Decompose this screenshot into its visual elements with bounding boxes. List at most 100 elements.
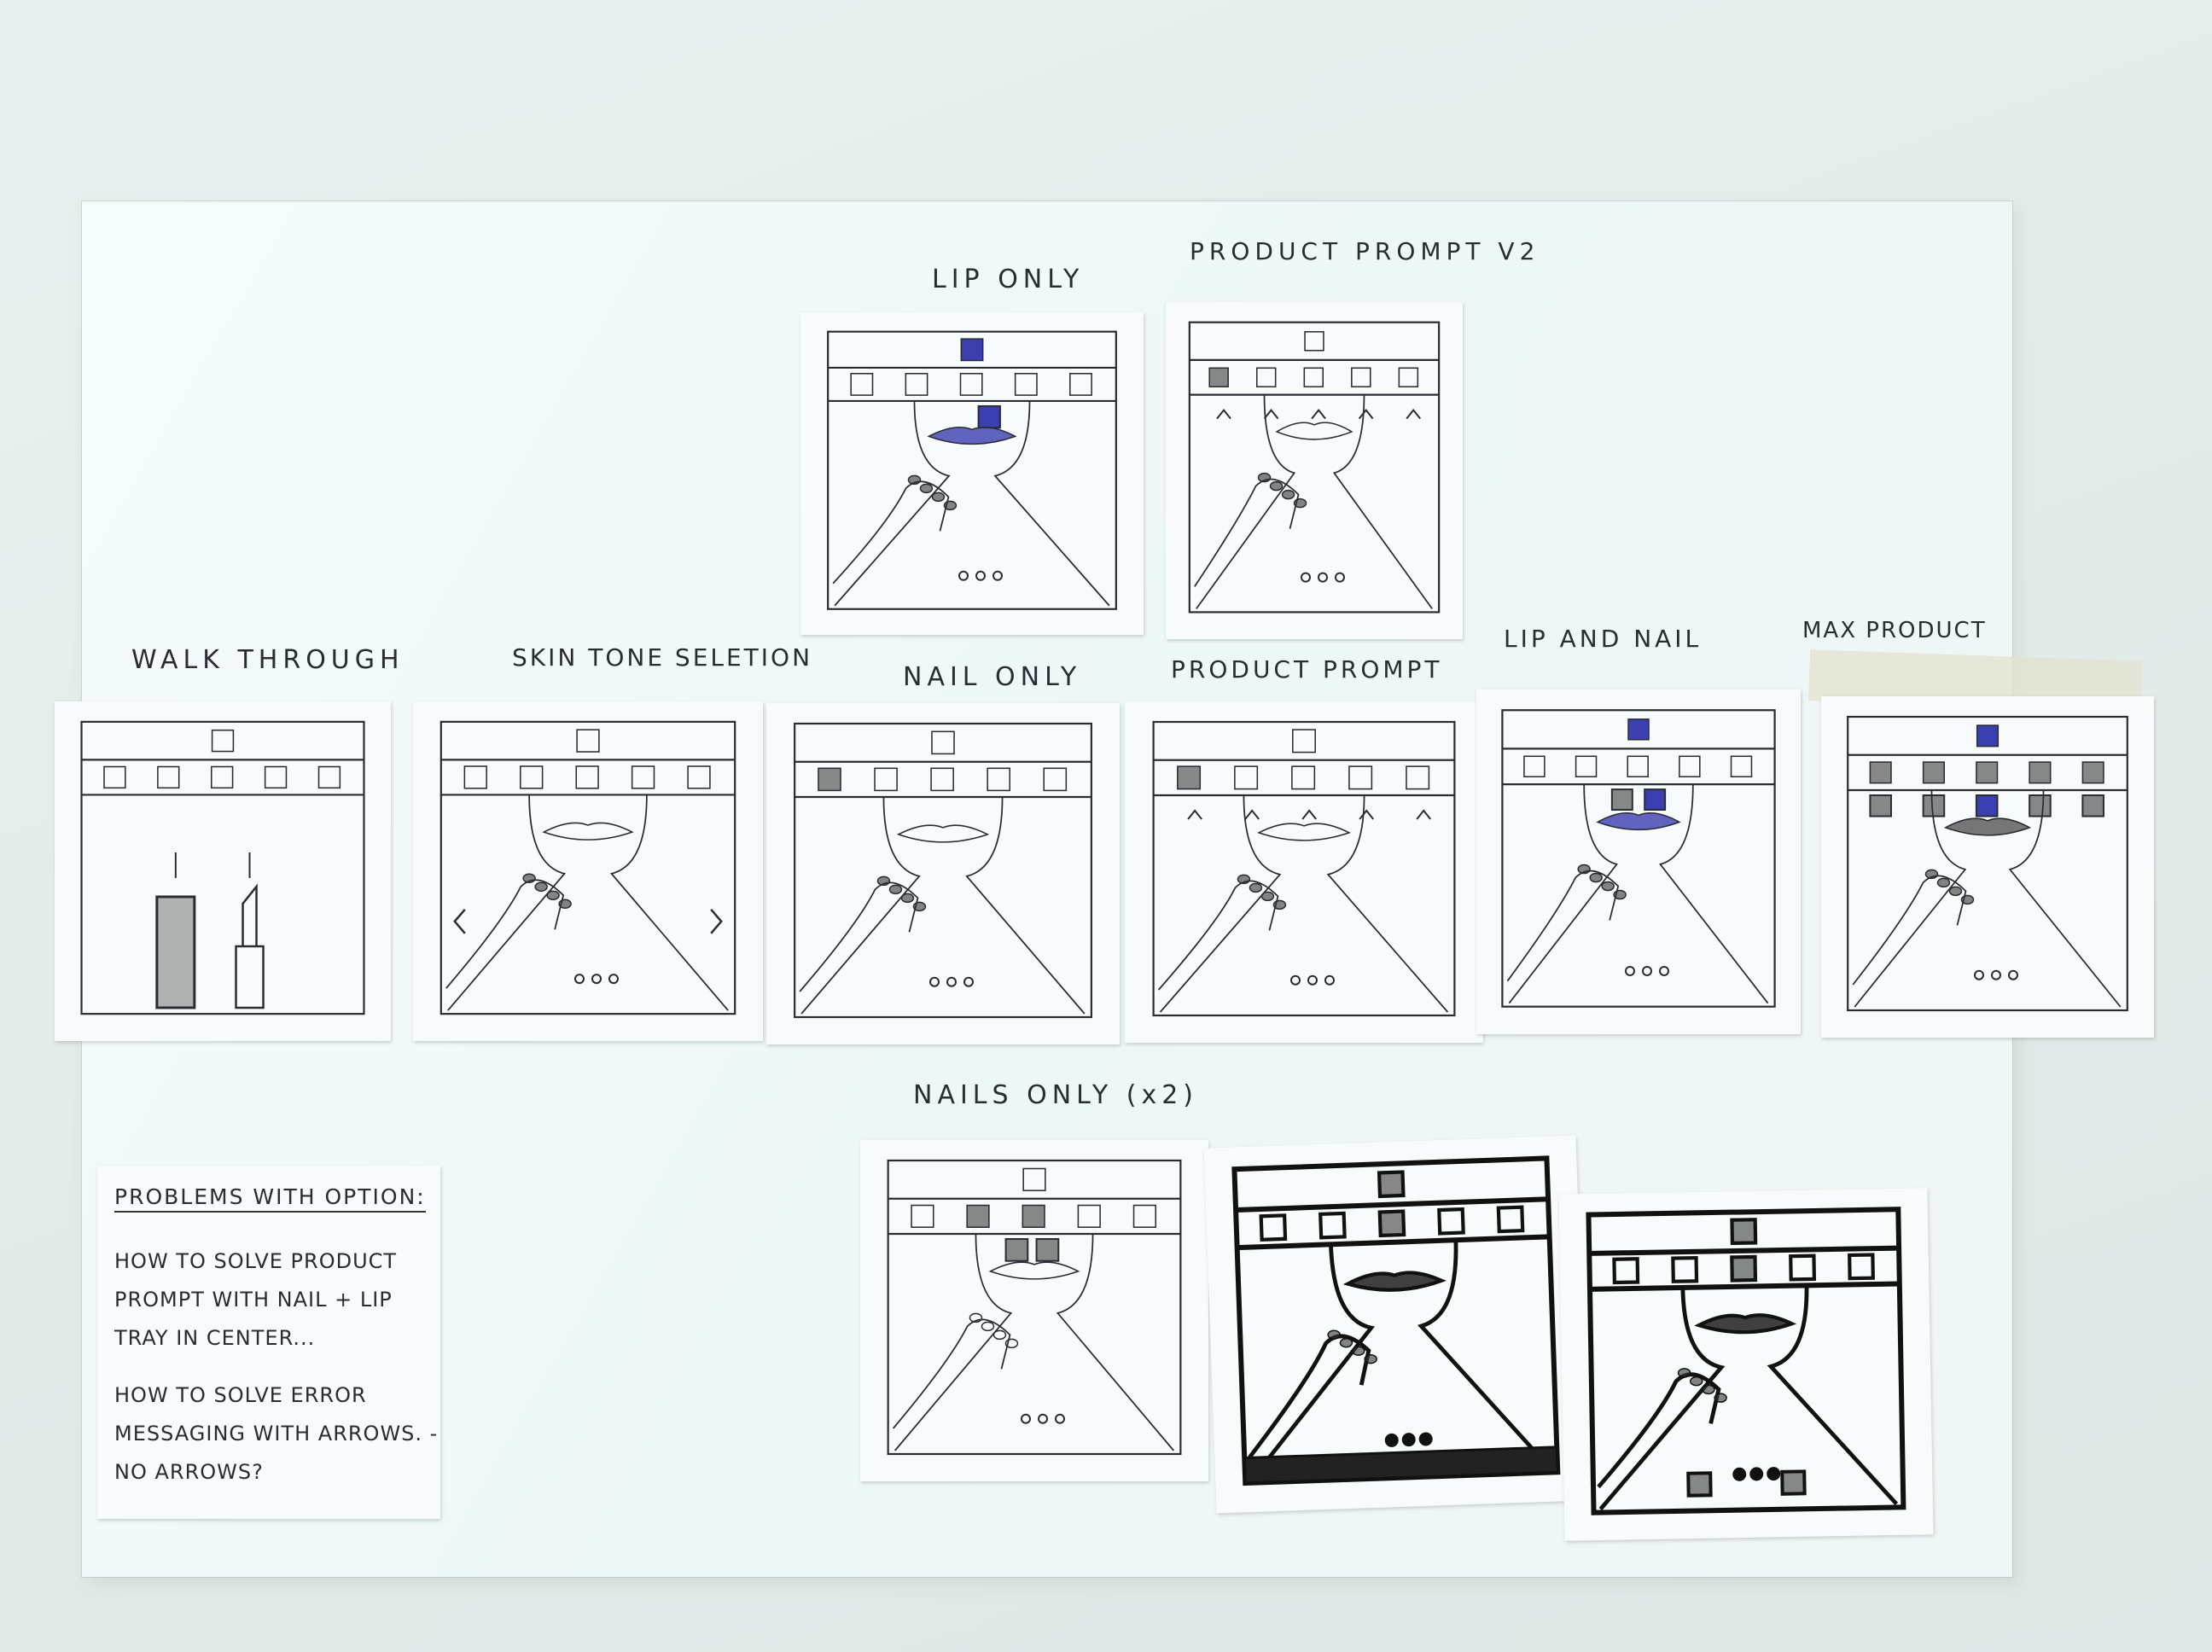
tray-square [2081,794,2104,817]
label-lip-and-nail: LIP AND NAIL [1504,625,1703,653]
tray-square [1575,755,1598,777]
hand [445,879,565,989]
neck-line [609,794,729,1011]
toolbar-line [1235,1196,1549,1213]
tray-square [1014,373,1038,396]
tray-square [930,767,954,792]
tray-square [2081,761,2104,784]
label-max-product: MAX PRODUCT [1802,618,1987,643]
tray-square [1976,761,1999,784]
tray-square [959,373,983,396]
pager-dot [929,976,940,987]
fingernail [1260,891,1275,902]
tray-square [1406,765,1430,790]
tray-square [1292,729,1317,753]
sketch-skin-tone-selection [413,701,763,1041]
tray-square [211,729,235,753]
lips [1596,812,1681,831]
hand [892,1318,1011,1429]
tray-square [1234,765,1259,790]
neck-line [834,400,951,607]
neck-line [2008,789,2122,1008]
tray-square [1377,1209,1406,1238]
sketch-product-prompt-v2 [1166,302,1463,639]
fingernail [522,873,536,884]
fingernail [1677,1368,1691,1378]
sketch-walk-through [55,701,391,1041]
tray-square [1255,367,1277,387]
neck-line [993,400,1110,607]
sketch-lip-and-nail [1476,689,1801,1034]
pager-dot [975,570,986,581]
hand [1194,478,1300,587]
caret-up-icon [1216,409,1231,420]
caret-up-icon [1187,809,1202,820]
toolbar-line [1589,1281,1900,1292]
tray-square [1523,755,1545,777]
pager-dot [1021,1413,1031,1424]
tray-square [1377,1170,1406,1199]
pager-dot [1749,1467,1764,1481]
tray-square [1022,1167,1046,1191]
fingernail [1339,1337,1353,1348]
pager-dot [591,974,602,985]
tray-square [1303,367,1324,387]
fingernail [546,890,560,901]
tray-square [1043,767,1068,792]
pager-dot [574,974,585,985]
fingernail [1364,1353,1377,1364]
tray-square [1004,1238,1029,1262]
tray-square [1975,794,1999,817]
fingernail [1327,1329,1341,1340]
fingernail [1257,472,1272,483]
neck-line [1056,1233,1175,1451]
tray-square [210,765,234,789]
lips [927,427,1017,445]
pager-dot [946,976,957,987]
fingernail [969,1312,983,1323]
fingernail [1249,882,1263,893]
pager-dot [2008,969,2018,980]
tray-square [1730,1218,1758,1246]
fingernail [1601,881,1615,892]
tray-square [1208,367,1229,387]
pager-dot [992,570,1003,581]
tray-square [1922,761,1945,784]
fingernail [919,483,934,494]
hand [1852,875,1967,986]
fingernail [1613,889,1627,900]
neck-line [1417,1240,1552,1471]
tray-square [1259,1213,1288,1242]
pager-dot [1324,974,1335,986]
tray-square [687,765,711,789]
lips [896,824,990,843]
toolbar-line [1237,1234,1550,1251]
tray-square [987,767,1011,792]
caret-up-icon [1263,409,1279,420]
caret-up-icon [1359,809,1374,820]
fingernail [1281,489,1295,500]
tray-square [1686,1471,1713,1498]
tray-square [931,730,955,755]
neck-line [1598,1287,1726,1511]
pager-dot [1418,1432,1433,1446]
tray-square [1318,1211,1347,1240]
label-walk-through: WALK THROUGH [131,645,405,675]
neck-line [1854,789,1967,1008]
neck-line [1250,1244,1376,1481]
fingernail [900,893,915,904]
caret-up-icon [1416,809,1432,820]
neck-line [1159,794,1282,1013]
pager-dot [1991,969,2001,980]
pager-dot [1732,1467,1747,1481]
pager-dot [958,570,969,581]
pager-dot [1659,965,1669,976]
fingernail [1924,869,1939,880]
tray-square [317,765,341,789]
tray-square [575,765,599,789]
frame [1501,709,1776,1008]
tray-square [1627,718,1650,741]
lips [1694,1313,1797,1335]
note-body: HOW TO SOLVE PRODUCT PROMPT WITH NAIL + … [114,1242,439,1510]
pager-dot [608,974,619,985]
